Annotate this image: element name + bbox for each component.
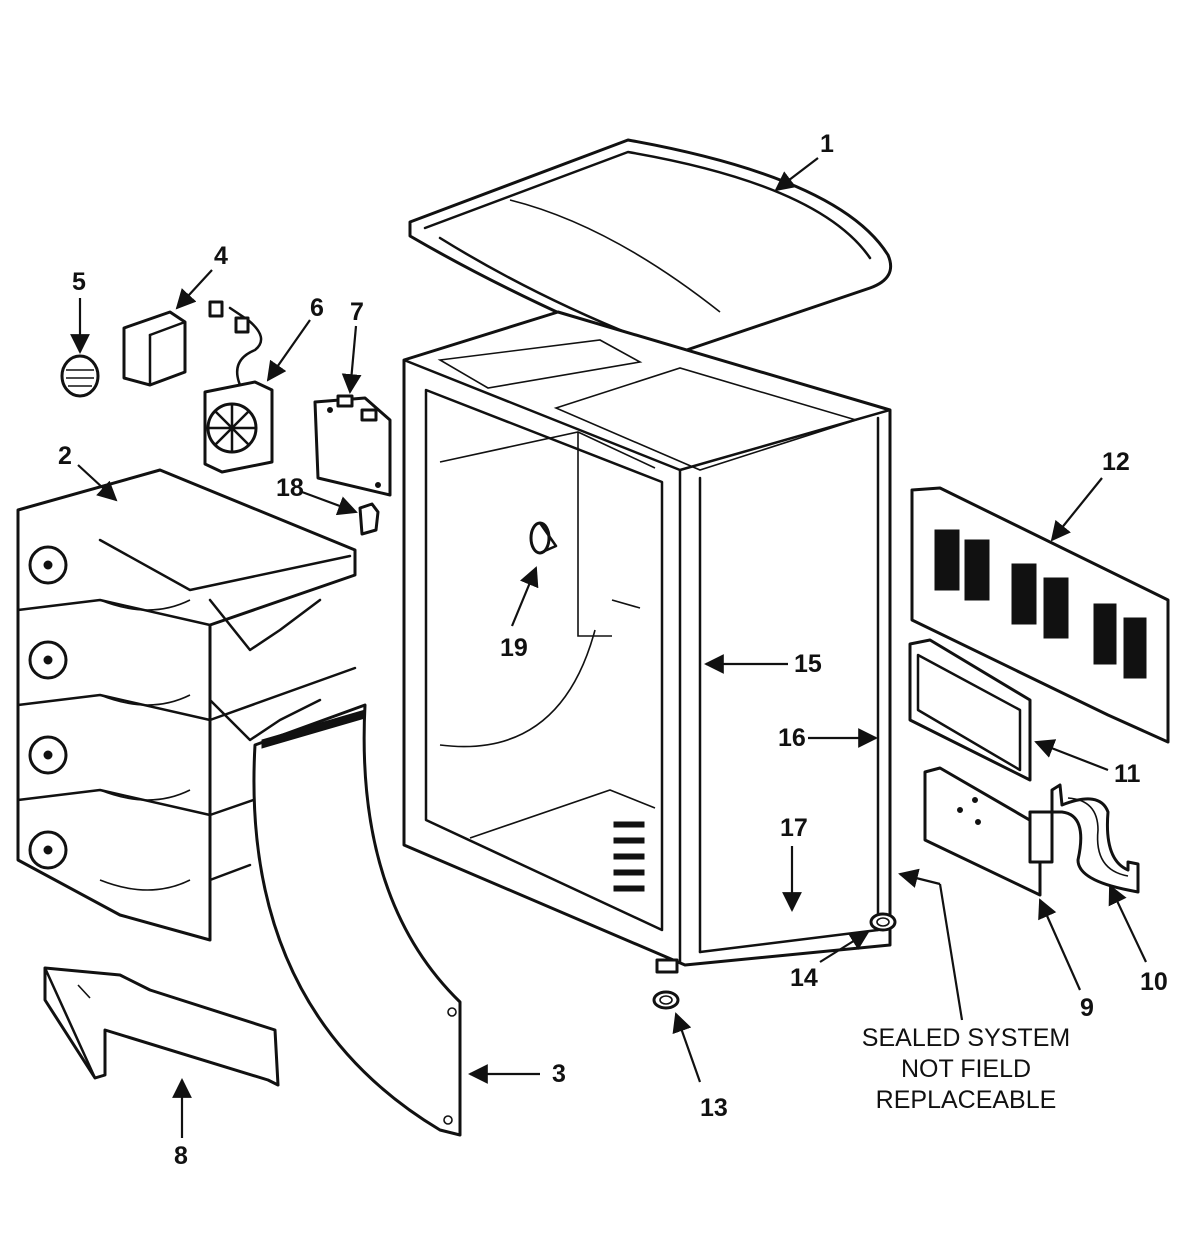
callout-19: 19 [500,634,528,662]
leader-lines [70,157,1147,1138]
callout-5: 5 [72,268,86,296]
note-line-3: REPLACEABLE [876,1086,1057,1114]
part-10-ribbon-cable [1050,783,1140,894]
callout-numbers: 1 2 3 4 5 6 7 8 9 10 11 12 13 14 15 16 1… [58,130,1168,1170]
callout-17: 17 [780,814,808,842]
callout-7: 7 [350,298,364,326]
callout-2: 2 [58,442,72,470]
callout-11: 11 [1114,760,1141,788]
part-2-shelves [16,468,357,942]
sealed-system-note: SEALED SYSTEM NOT FIELD REPLACEABLE [862,1024,1070,1114]
part-cabinet [402,310,892,967]
part-11-filter-frame [908,638,1032,782]
part-19-thermostat-knob [529,521,558,555]
part-14-leveling-foot [869,912,897,932]
callout-9: 9 [1080,994,1094,1022]
callout-6: 6 [310,294,324,322]
part-13-leveling-foot [652,958,680,1010]
part-18-clip [358,502,380,536]
part-top-panel [408,138,893,360]
callout-15: 15 [794,650,822,678]
part-9-board [923,766,1054,897]
note-line-1: SEALED SYSTEM [862,1024,1070,1052]
part-5-knob [60,354,100,398]
callout-14: 14 [790,964,818,992]
callout-8: 8 [174,1142,188,1170]
callout-4: 4 [214,242,228,270]
callout-12: 12 [1102,448,1130,476]
part-6-fan [203,300,274,474]
part-3-liner-panel [252,703,462,1137]
callout-10: 10 [1140,968,1168,996]
part-4-bracket [122,310,187,387]
callout-18: 18 [276,474,304,502]
callout-13: 13 [700,1094,728,1122]
shelf-wheels [28,545,68,870]
part-7-control-board [313,394,392,497]
callout-1: 1 [820,130,834,158]
callout-16: 16 [778,724,806,752]
part-12-grille [910,486,1170,744]
part-8-support-bracket [43,966,280,1087]
callout-3: 3 [552,1060,566,1088]
note-line-2: NOT FIELD [901,1055,1031,1083]
grille-vents [934,529,1147,679]
cabinet-vents [613,821,645,892]
